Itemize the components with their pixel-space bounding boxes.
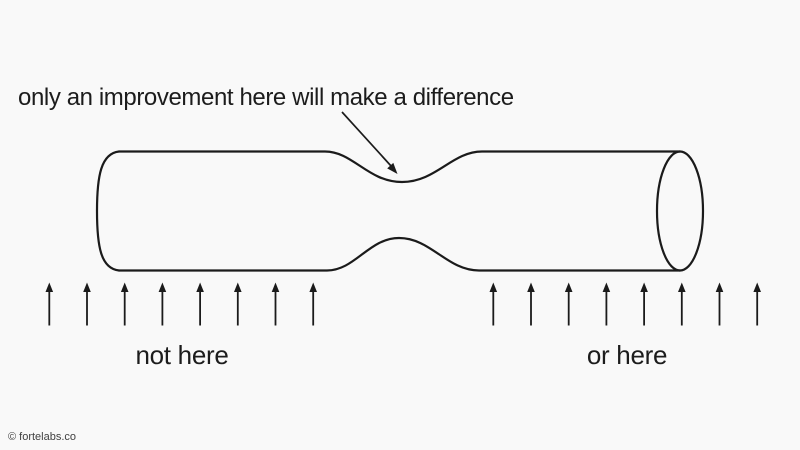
label-or-here: or here: [586, 340, 668, 370]
flow-arrowhead: [527, 282, 535, 292]
flow-arrowhead: [83, 282, 91, 292]
credit-text: © fortelabs.co: [8, 431, 77, 443]
annotation-arrowhead: [387, 162, 398, 174]
label-not-here: not here: [135, 340, 229, 370]
flow-arrowhead: [489, 282, 498, 292]
flow-arrowhead: [309, 282, 317, 292]
flow-arrowhead: [158, 282, 167, 292]
flow-arrowhead: [196, 282, 204, 292]
annotation-text: only an improvement here will make a dif…: [18, 84, 514, 111]
flow-arrowhead: [271, 282, 280, 292]
annotation-arrow-line: [341, 111, 393, 168]
flow-arrowhead: [120, 282, 129, 292]
flow-arrowhead: [753, 282, 761, 292]
annotation-arrow: [341, 111, 398, 174]
pipe-left-cap: [95, 150, 121, 272]
flow-arrow-group-right: [489, 282, 761, 326]
flow-arrowhead: [234, 282, 242, 292]
pipe-right-opening: [655, 150, 705, 272]
pipe-top-edge: [117, 150, 682, 184]
flow-arrowhead: [564, 282, 573, 292]
flow-arrow-group-left: [45, 282, 317, 326]
flow-arrowhead: [45, 282, 54, 292]
flow-arrowhead: [640, 282, 648, 292]
flow-arrowhead: [678, 282, 686, 292]
flow-arrowhead: [602, 282, 611, 292]
pipe-bottom-edge: [117, 236, 682, 272]
flow-arrowhead: [715, 282, 724, 292]
